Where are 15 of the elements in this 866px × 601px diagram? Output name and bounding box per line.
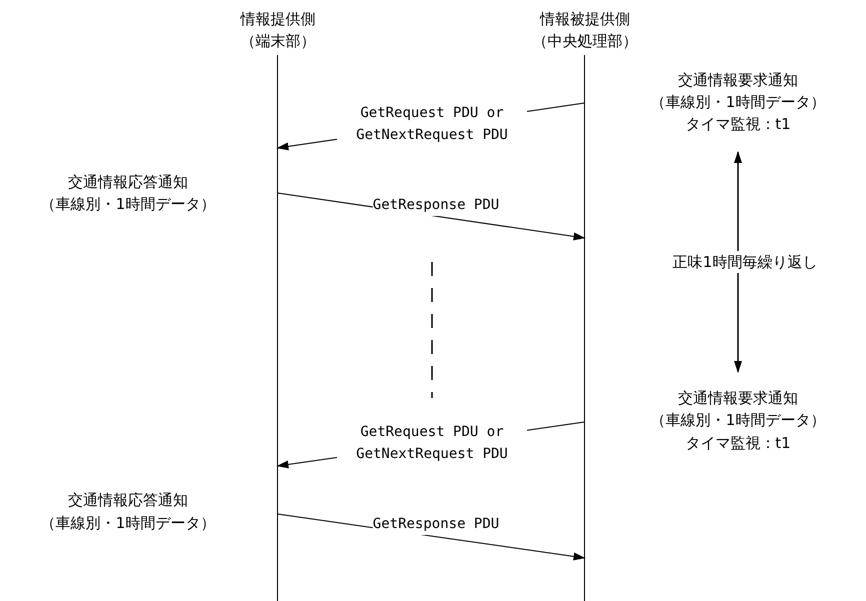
lifeline bbox=[584, 55, 585, 601]
note-text: 交通情報要求通知 bbox=[678, 388, 798, 409]
note-text: 交通情報応答通知 bbox=[68, 490, 188, 511]
note-text: （車線別・1時間データ） bbox=[650, 410, 826, 431]
interval-label: 正味1時間毎繰り返し bbox=[672, 251, 818, 273]
participant-label: 情報被提供側（中央処理部） bbox=[532, 9, 638, 52]
note-text: （車線別・1時間データ） bbox=[40, 194, 216, 215]
participant-label: 情報提供側（端末部） bbox=[239, 9, 316, 52]
note-text: タイマ監視：t1 bbox=[685, 433, 791, 454]
note-text: （車線別・1時間データ） bbox=[650, 92, 826, 113]
note-text: （車線別・1時間データ） bbox=[40, 513, 216, 534]
note-text: 交通情報応答通知 bbox=[68, 172, 188, 193]
note-text: 交通情報要求通知 bbox=[678, 70, 798, 91]
note-text: タイマ監視：t1 bbox=[685, 114, 791, 135]
lifeline bbox=[277, 55, 278, 601]
